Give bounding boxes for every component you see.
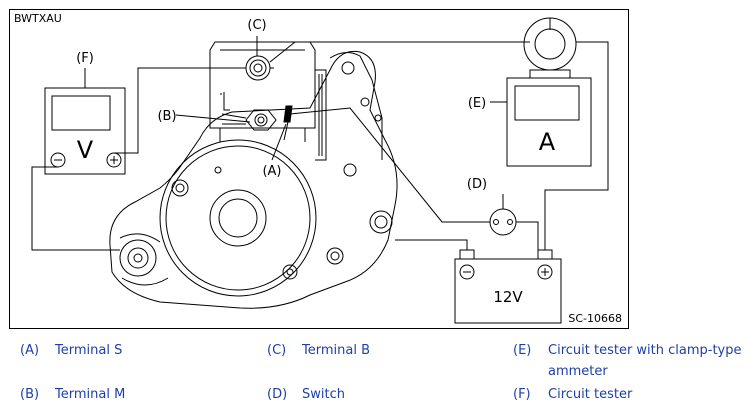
- battery-12v: [454, 249, 562, 324]
- legend-key: (A): [20, 343, 40, 358]
- legend-label: Terminal S: [55, 343, 123, 358]
- callout-e: (E): [468, 96, 486, 111]
- callout-f: (F): [76, 51, 94, 66]
- voltmeter-symbol: V: [77, 136, 94, 164]
- legend-item: (D) Switch: [267, 384, 467, 405]
- legend-item: (A) Terminal S: [20, 340, 220, 361]
- legend-label: Terminal B: [302, 343, 370, 358]
- legend-item: (E) Circuit tester with clamp-type: [513, 340, 747, 361]
- callout-b: (B): [157, 109, 176, 124]
- figure-reference: SC-10668: [568, 312, 622, 325]
- legend-item: (B) Terminal M: [20, 384, 220, 405]
- legend-label: ammeter: [548, 364, 608, 379]
- battery-voltage-label: 12V: [493, 288, 523, 306]
- legend-item: (C) Terminal B: [267, 340, 467, 361]
- clamp-ammeter-tester: [506, 17, 592, 167]
- legend-item: (F) Circuit tester: [513, 384, 747, 405]
- starter-test-schematic: (C) (F) (B) (A) (D) (E) V A 12V: [31, 17, 609, 324]
- legend-key: (E): [513, 343, 532, 358]
- legend-label: Circuit tester with clamp-type: [548, 343, 742, 358]
- legend-key: (B): [20, 387, 40, 402]
- legend-item-continuation: ammeter: [513, 361, 747, 382]
- callout-a: (A): [262, 164, 281, 179]
- wiring-diagram: BWTXAU SC-10668: [9, 9, 629, 329]
- figure-code: BWTXAU: [14, 12, 62, 25]
- callout-d: (D): [467, 177, 487, 192]
- starter-motor-illustration: [109, 41, 398, 309]
- switch-symbol: [489, 208, 517, 236]
- callout-c: (C): [247, 18, 266, 33]
- legend-label: Switch: [302, 387, 345, 402]
- legend-key: (C): [267, 343, 287, 358]
- test-leads: [31, 36, 609, 251]
- legend-label: Terminal M: [55, 387, 126, 402]
- legend-key: (F): [513, 387, 531, 402]
- legend: (A) Terminal S (B) Terminal M (C) Termin…: [0, 340, 749, 412]
- ammeter-symbol: A: [539, 128, 556, 156]
- legend-label: Circuit tester: [548, 387, 633, 402]
- legend-key: (D): [267, 387, 288, 402]
